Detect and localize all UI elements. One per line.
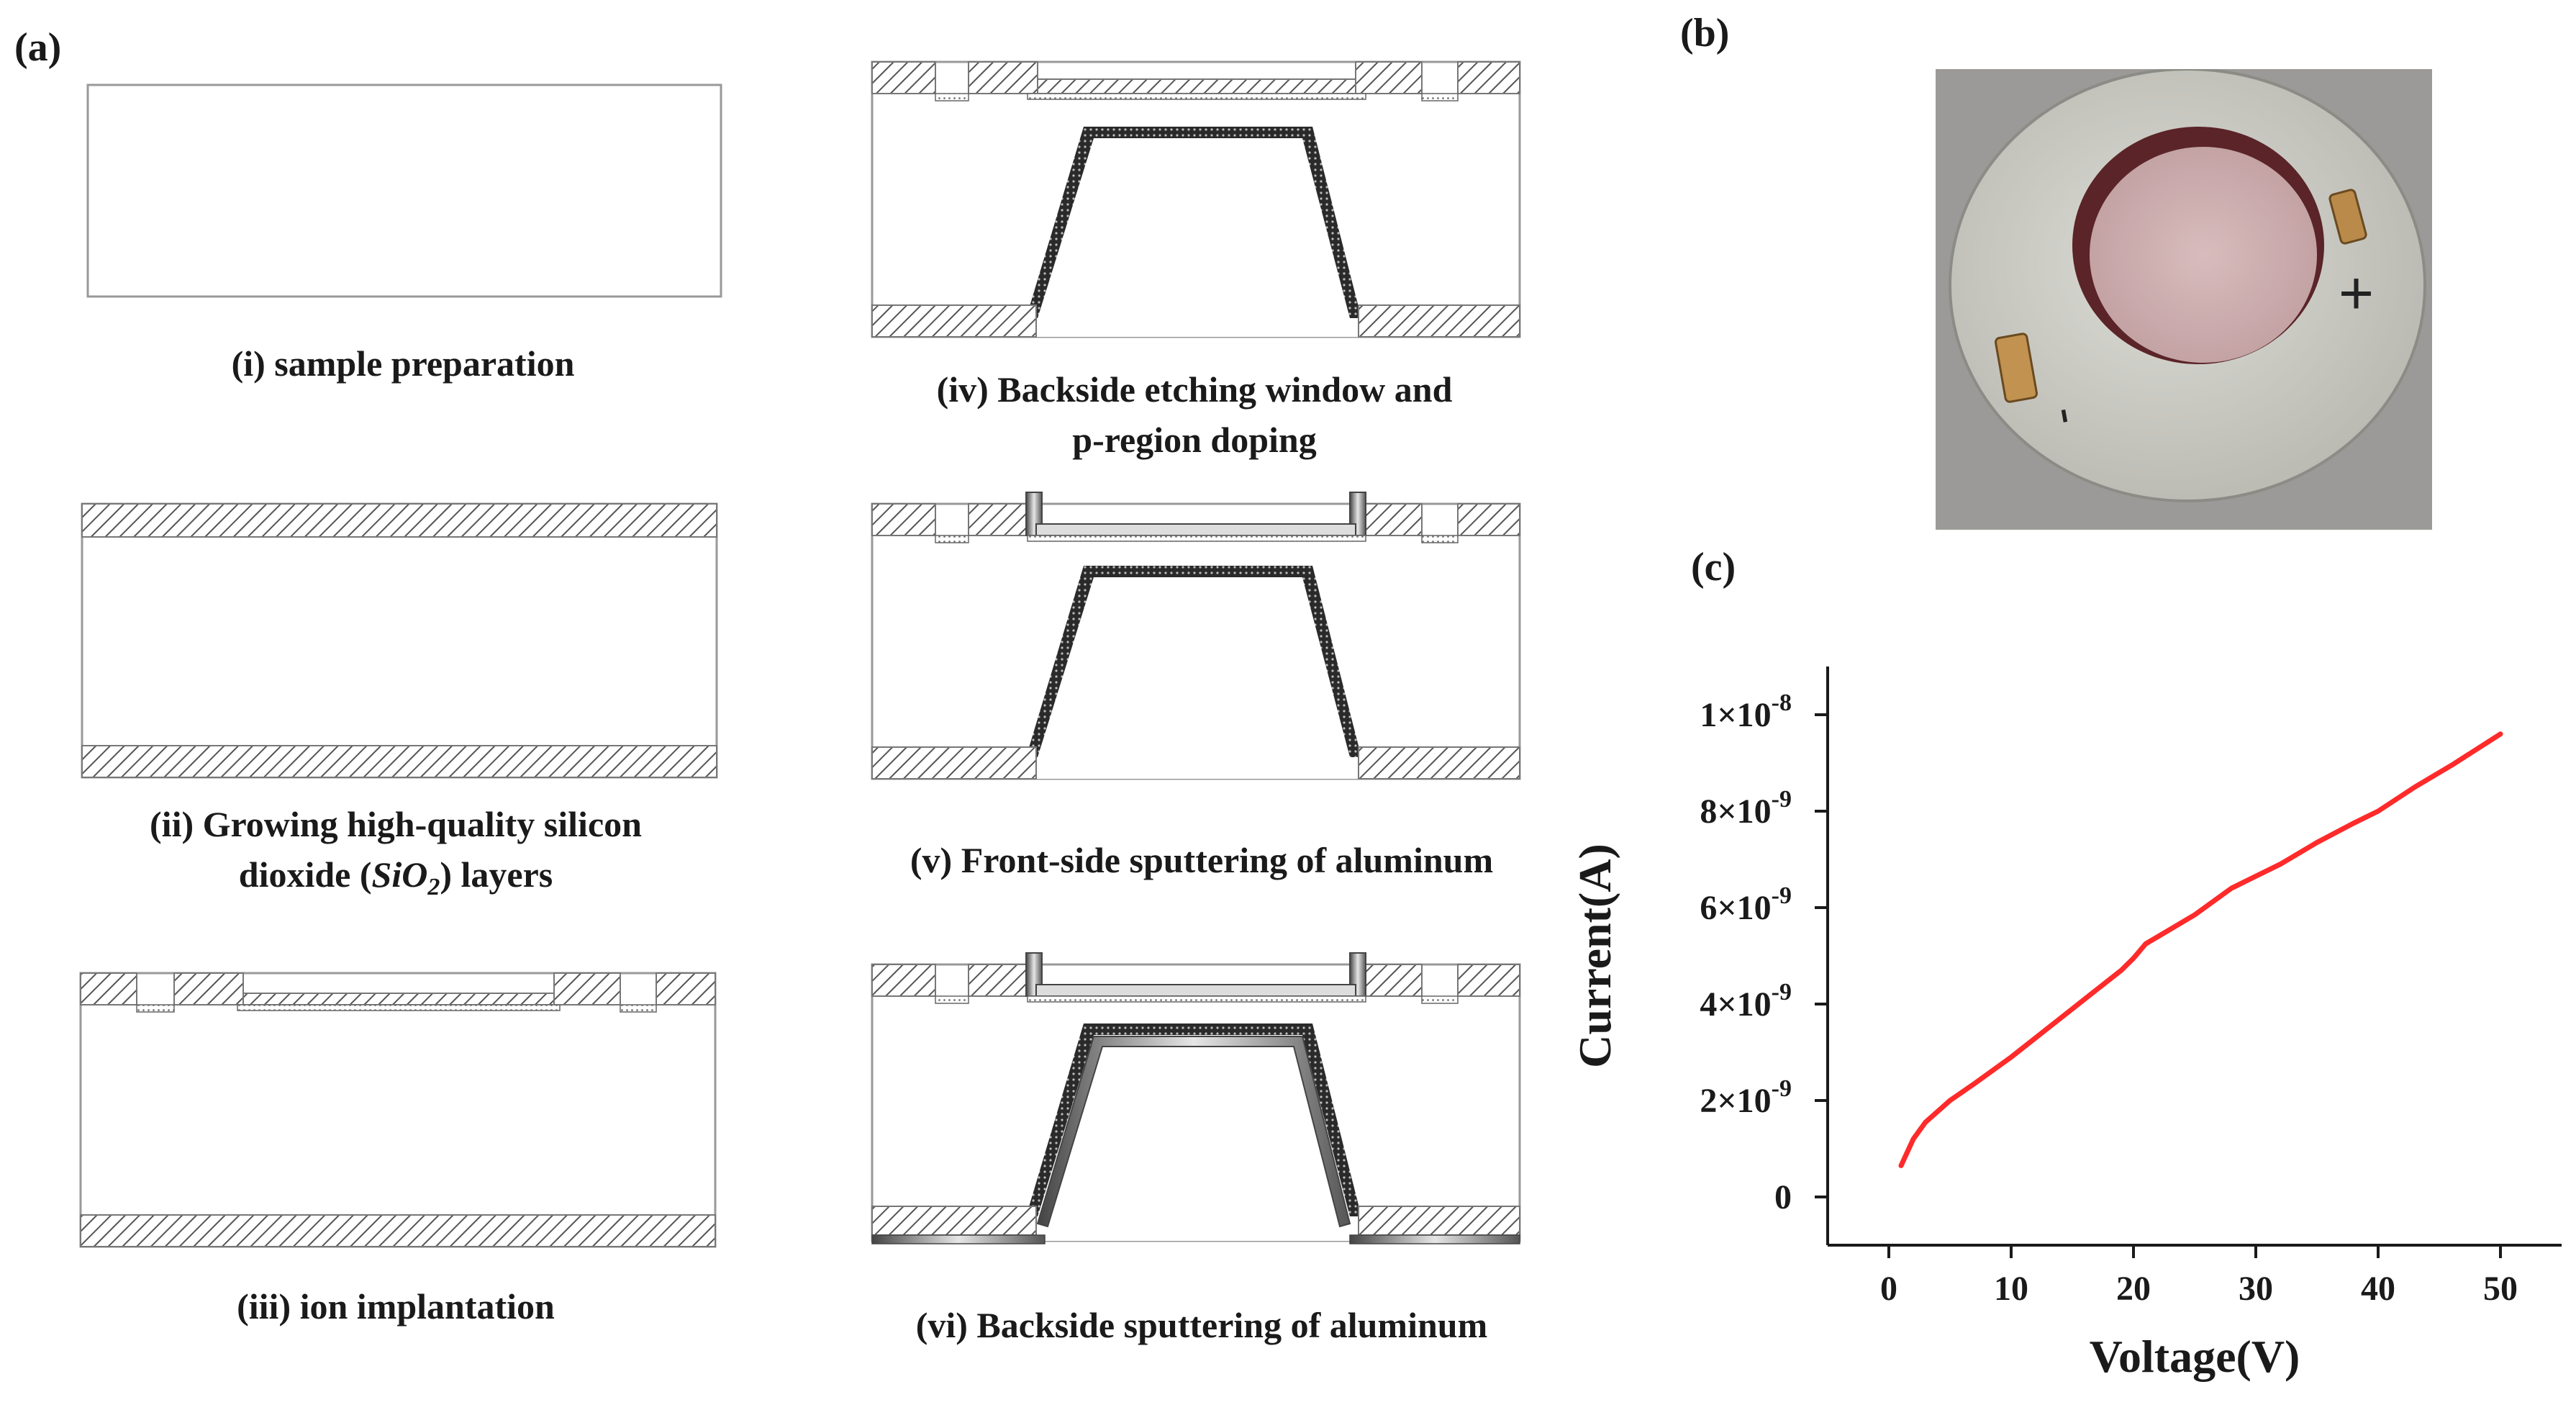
detector-window xyxy=(2090,147,2317,363)
series-line xyxy=(1898,731,2503,1168)
x-tick-label: 50 xyxy=(2483,1270,2518,1308)
y-tick-label: 1×10-8 xyxy=(1700,690,1792,734)
implant-region xyxy=(1027,93,1366,100)
chart-axes xyxy=(1826,666,2562,1247)
etched-cavity xyxy=(1029,1025,1359,1241)
caption-step-i: (i) sample preparation xyxy=(231,343,575,384)
silicon-wafer xyxy=(79,972,717,1248)
bottom-oxide-left xyxy=(871,746,1037,779)
oxide-segment xyxy=(1355,503,1423,536)
oxide-segment xyxy=(173,972,244,1005)
implant-region xyxy=(1421,93,1459,101)
oxide-segment xyxy=(1355,964,1423,997)
step-ii-diagram xyxy=(81,502,718,779)
oxide-segment xyxy=(1457,503,1520,536)
process-flow-diagrams xyxy=(79,60,1521,1248)
step-iv-diagram xyxy=(871,60,1521,338)
backside-aluminum xyxy=(1349,1234,1520,1244)
oxide-segment xyxy=(871,503,936,536)
bottom-oxide-right xyxy=(1358,1206,1520,1236)
implant-region xyxy=(935,995,969,1004)
x-tick-label: 40 xyxy=(2361,1270,2395,1308)
oxide-segment xyxy=(1457,964,1520,997)
caption-step-iii: (iii) ion implantation xyxy=(237,1286,555,1327)
oxide-segment xyxy=(1457,61,1520,94)
y-tick-label: 8×10-9 xyxy=(1700,786,1792,831)
oxide-segment xyxy=(80,972,137,1005)
y-axis-title: Current(A) xyxy=(1569,844,1620,1068)
implant-region xyxy=(1027,995,1366,1003)
electrode-pad-left xyxy=(1994,333,2038,403)
implant-region xyxy=(136,1004,175,1013)
oxide-segment xyxy=(871,61,936,94)
etched-cavity xyxy=(1029,128,1359,337)
x-tick-label: 20 xyxy=(2116,1270,2151,1308)
implant-region xyxy=(1421,535,1459,543)
implant-region xyxy=(620,1004,657,1013)
step-v-diagram xyxy=(871,492,1521,780)
etched-cavity xyxy=(1029,567,1359,779)
panel-label-a: (a) xyxy=(14,25,62,70)
iv-chart: 0 10 20 30 40 50 0 2×10-9 4×10-9 6×10-9 8×10-9 1×10… xyxy=(1569,633,2576,1406)
front-aluminum xyxy=(1035,523,1356,536)
electrode-pad-top xyxy=(2328,189,2367,245)
oxide-segment xyxy=(1355,61,1423,94)
caption-step-ii-line1: (ii) Growing high-quality silicon xyxy=(150,804,642,844)
bottom-oxide-left xyxy=(871,1206,1037,1236)
panel-label-b: (b) xyxy=(1680,11,1730,55)
device-photo: + - xyxy=(1936,68,2432,530)
bottom-oxide-layer xyxy=(81,745,717,778)
backside-aluminum xyxy=(1036,1036,1351,1228)
oxide-segment xyxy=(553,972,621,1005)
front-aluminum xyxy=(1035,984,1356,997)
top-oxide-layer xyxy=(81,503,717,538)
caption-step-iv-line1: (iv) Backside etching window and xyxy=(936,369,1453,410)
x-tick-label: 30 xyxy=(2239,1270,2273,1308)
y-tick-label: 4×10-9 xyxy=(1700,979,1792,1023)
x-tick-label: 10 xyxy=(1994,1270,2028,1308)
step-iii-diagram xyxy=(79,972,717,1248)
bottom-oxide-right xyxy=(1358,746,1520,779)
x-tick-label: 0 xyxy=(1880,1270,1897,1308)
x-axis-title: Voltage(V) xyxy=(2090,1331,2300,1382)
implant-region xyxy=(935,93,969,101)
implant-region xyxy=(237,1004,561,1011)
chart-ticks: 0 10 20 30 40 50 0 2×10-9 4×10-9 6×10-9 8×10-9 1×10… xyxy=(1700,690,2518,1308)
bottom-oxide-right xyxy=(1358,304,1520,338)
step-i-diagram xyxy=(86,83,722,298)
bottom-oxide-layer xyxy=(80,1214,716,1247)
y-tick-label: 2×10-9 xyxy=(1700,1075,1792,1120)
oxide-segment xyxy=(871,964,936,997)
thin-oxide xyxy=(1037,78,1356,94)
backside-aluminum xyxy=(871,1234,1046,1244)
thin-oxide xyxy=(242,993,555,1005)
implant-region xyxy=(1421,995,1459,1004)
silicon-wafer xyxy=(81,502,718,779)
caption-step-v: (v) Front-side sputtering of aluminum xyxy=(910,840,1494,880)
bottom-oxide-left xyxy=(871,304,1037,338)
chart-series xyxy=(1898,731,2503,1168)
step-vi-diagram xyxy=(871,952,1521,1244)
caption-step-ii: (ii) Growing high-quality silicon dioxid… xyxy=(58,799,734,913)
y-tick-label: 6×10-9 xyxy=(1700,882,1792,927)
caption-step-iv: (iv) Backside etching window and p-regio… xyxy=(856,364,1533,465)
silicon-wafer xyxy=(86,83,722,298)
caption-step-ii-line2: dioxide (SiO2) layers xyxy=(238,854,553,900)
plus-mark: + xyxy=(2339,259,2374,327)
caption-step-iv-line2: p-region doping xyxy=(1072,420,1317,460)
caption-step-vi: (vi) Backside sputtering of aluminum xyxy=(915,1305,1488,1345)
implant-region xyxy=(1027,535,1366,542)
implant-region xyxy=(935,535,969,543)
oxide-segment xyxy=(968,61,1038,94)
y-tick-label: 0 xyxy=(1774,1178,1792,1216)
iv-chart-svg: 0 10 20 30 40 50 0 2×10-9 4×10-9 6×10-9 8×10-9 1×10… xyxy=(1569,666,2562,1382)
oxide-segment xyxy=(656,972,716,1005)
panel-label-c: (c) xyxy=(1691,545,1736,589)
